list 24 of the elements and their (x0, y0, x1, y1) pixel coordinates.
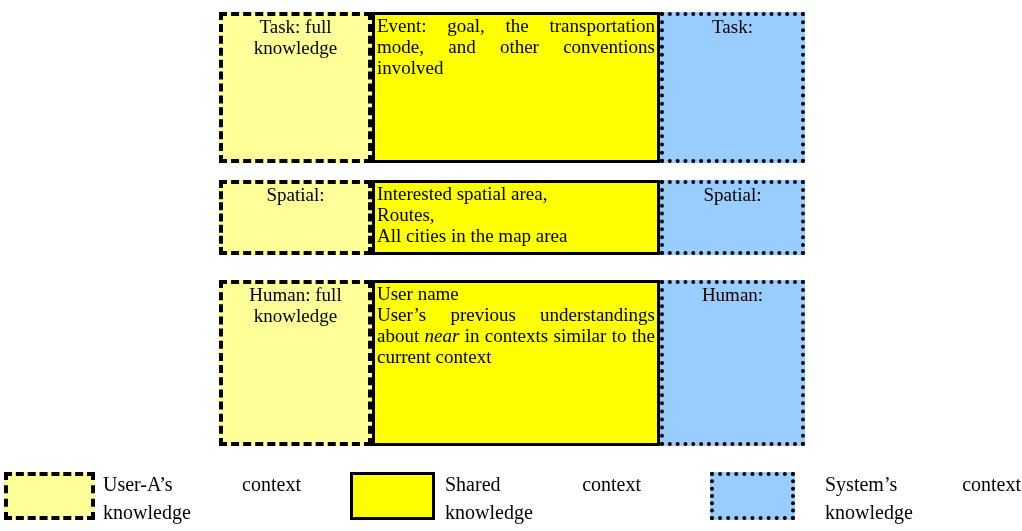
legend-text: System’s context knowledge (825, 472, 1021, 526)
cell-text: Task: (711, 16, 754, 37)
cell-text: Spatial: (265, 184, 326, 205)
user-knowledge-box (219, 280, 372, 446)
legend-text: Shared context knowledge (445, 472, 641, 526)
cell-text: User name (376, 283, 460, 304)
shared-knowledge-box (372, 180, 660, 255)
cell-text: Task: full knowledge (252, 16, 339, 58)
cell-text: All cities in the map area (376, 225, 569, 246)
cell-text: User’s previous understandings about near in contexts similar to the current context (376, 304, 656, 367)
legend-text: User-A’s context knowledge (103, 472, 301, 526)
system-knowledge-box (660, 12, 805, 163)
cell-text: Event: goal, the transportation mode, and other conventions involved (376, 15, 656, 78)
cell-text: Human: full knowledge (248, 284, 343, 326)
shared-knowledge-box (372, 280, 660, 446)
system-knowledge-box (660, 280, 805, 446)
cell-text: Human: (700, 284, 765, 305)
user-knowledge-box (219, 180, 372, 255)
shared-knowledge-box (372, 12, 660, 163)
cell-text: Routes, (376, 204, 436, 225)
cell-text: Interested spatial area, (376, 183, 549, 204)
user-knowledge-box (219, 12, 372, 163)
cell-text: Spatial: (702, 184, 763, 205)
system-knowledge-box (660, 180, 805, 255)
